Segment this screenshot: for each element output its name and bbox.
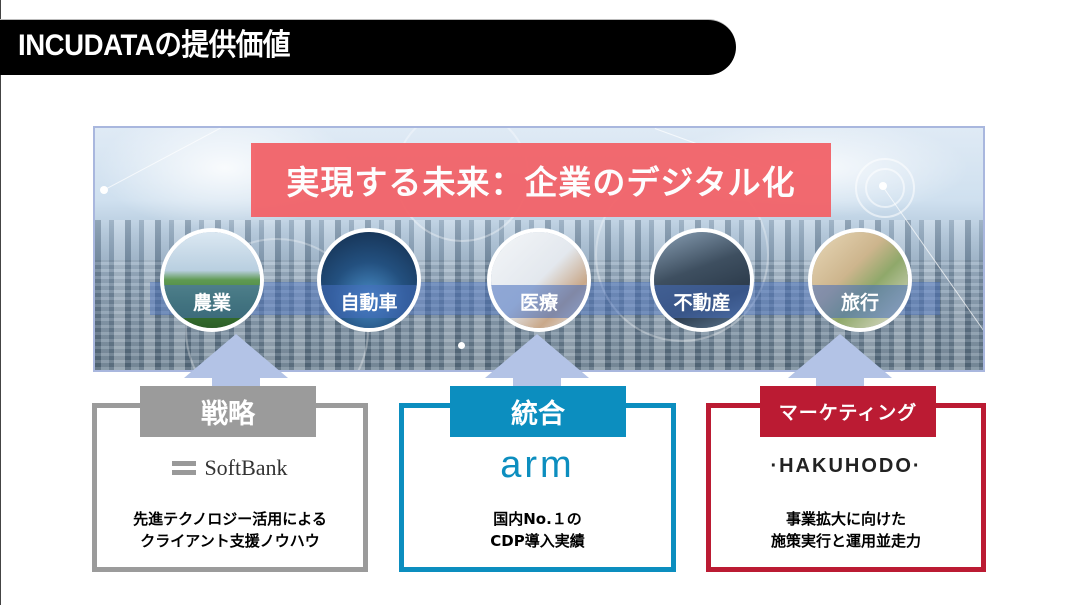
- slide-left-edge: [0, 0, 1, 605]
- label-strip: [321, 285, 417, 318]
- future-vision-banner: 実現する未来：企業のデジタル化: [251, 143, 831, 217]
- hakuhodo-logo: ·HAKUHODO·: [770, 455, 922, 477]
- description-line: 施策実行と運用並走力: [770, 532, 921, 550]
- industry-label: 農業: [192, 292, 231, 314]
- pillar-tab-integration: 統合: [450, 386, 626, 437]
- label-strip: [491, 285, 587, 318]
- industry-agriculture: 農業: [160, 228, 264, 332]
- industry-label: 自動車: [340, 292, 398, 314]
- industry-label: 不動産: [673, 292, 731, 314]
- industry-label: 医療: [519, 292, 558, 314]
- network-line: [103, 128, 245, 191]
- label-strip: [164, 285, 260, 318]
- description-line: 先進テクノロジー活用による: [133, 510, 327, 528]
- tech-ring-decoration: [855, 158, 915, 218]
- tech-ring-decoration: [865, 168, 905, 208]
- softbank-logo: SoftBank: [97, 455, 363, 481]
- description-line: 事業拡大に向けた: [785, 510, 906, 528]
- industry-healthcare: 医療: [487, 228, 591, 332]
- softbank-double-bar-icon: [172, 461, 197, 475]
- industry-real-estate: 不動産: [650, 228, 754, 332]
- industry-label: 旅行: [840, 292, 879, 314]
- arrow-shaft: [212, 377, 260, 387]
- arrow-shaft: [816, 377, 864, 387]
- arm-logo: arm: [500, 444, 575, 486]
- industry-automotive: 自動車: [317, 228, 421, 332]
- pillar-description: 先進テクノロジー活用による クライアント支援ノウハウ: [97, 508, 363, 552]
- industry-travel: 旅行: [808, 228, 912, 332]
- arrow-head: [184, 334, 288, 378]
- slide-title: INCUDATAの提供価値: [18, 29, 291, 62]
- banner-text: 実現する未来：企業のデジタル化: [286, 163, 796, 202]
- description-line: CDP導入実績: [490, 532, 585, 550]
- label-strip: [812, 285, 908, 318]
- pillar-tab-strategy: 戦略: [140, 386, 316, 437]
- description-line: クライアント支援ノウハウ: [140, 532, 320, 550]
- pillar-description: 国内No.１の CDP導入実績: [404, 508, 671, 552]
- pillar-card-integration: arm 国内No.１の CDP導入実績: [399, 403, 676, 572]
- pillar-tab-marketing: マーケティング: [760, 386, 936, 437]
- softbank-wordmark: SoftBank: [204, 455, 288, 480]
- description-line: 国内No.１の: [493, 510, 582, 528]
- arrow-shaft: [513, 377, 561, 387]
- arrow-head: [788, 334, 892, 378]
- slide-title-bar: INCUDATAの提供価値: [0, 19, 736, 75]
- label-strip: [654, 285, 750, 318]
- arrow-head: [485, 334, 589, 378]
- network-node: [458, 342, 465, 349]
- pillar-description: 事業拡大に向けた 施策実行と運用並走力: [711, 508, 981, 552]
